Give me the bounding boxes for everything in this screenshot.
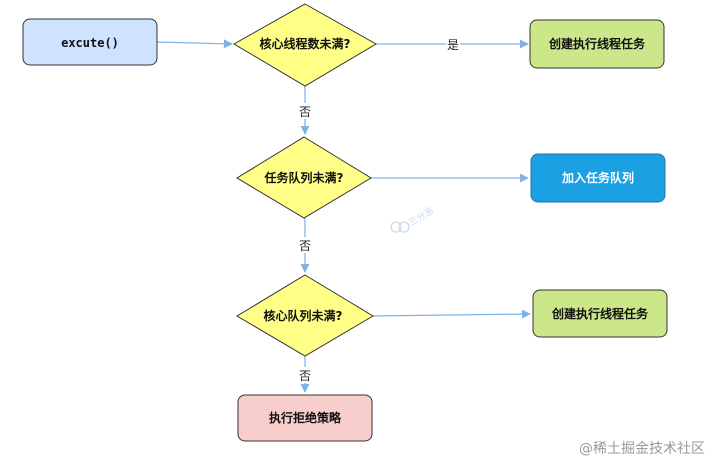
watermark: 三分恶: [390, 206, 436, 233]
create-task-node-1: 创建执行线程任务: [529, 19, 665, 69]
decision-max: 核心队列未满?: [236, 274, 374, 357]
create-task-node-1-label: 创建执行线程任务: [548, 36, 646, 51]
edges: [156, 39, 531, 393]
start-node: excute(): [22, 18, 158, 66]
edge-label-no-3: 否: [299, 369, 311, 383]
add-queue-node: 加入任务队列: [530, 153, 666, 203]
reject-node-label: 执行拒绝策略: [269, 410, 342, 425]
edge-label-yes: 是: [447, 38, 459, 52]
create-task-node-2: 创建执行线程任务: [532, 289, 668, 338]
edge-label-no-2: 否: [299, 239, 311, 253]
decision-max-label: 核心队列未满?: [264, 308, 343, 323]
decision-queue: 任务队列未满?: [236, 136, 372, 219]
site-watermark: @稀土掘金技术社区: [579, 441, 705, 457]
edge-label-no-1: 否: [299, 105, 311, 119]
decision-core-threads-label: 核心线程数未满?: [260, 36, 351, 51]
start-node-label: excute(): [61, 36, 119, 50]
create-task-node-2-label: 创建执行线程任务: [551, 306, 649, 321]
edge-labels: 是 否 否 否: [298, 36, 460, 383]
decision-queue-label: 任务队列未满?: [264, 170, 344, 185]
watermark-text: 三分恶: [407, 206, 436, 229]
edge-max-to-create: [372, 309, 531, 319]
decision-core-threads: 核心线程数未满?: [233, 3, 377, 87]
reject-node: 执行拒绝策略: [237, 394, 373, 442]
edge-start-to-core: [156, 39, 233, 49]
add-queue-node-label: 加入任务队列: [561, 170, 634, 185]
